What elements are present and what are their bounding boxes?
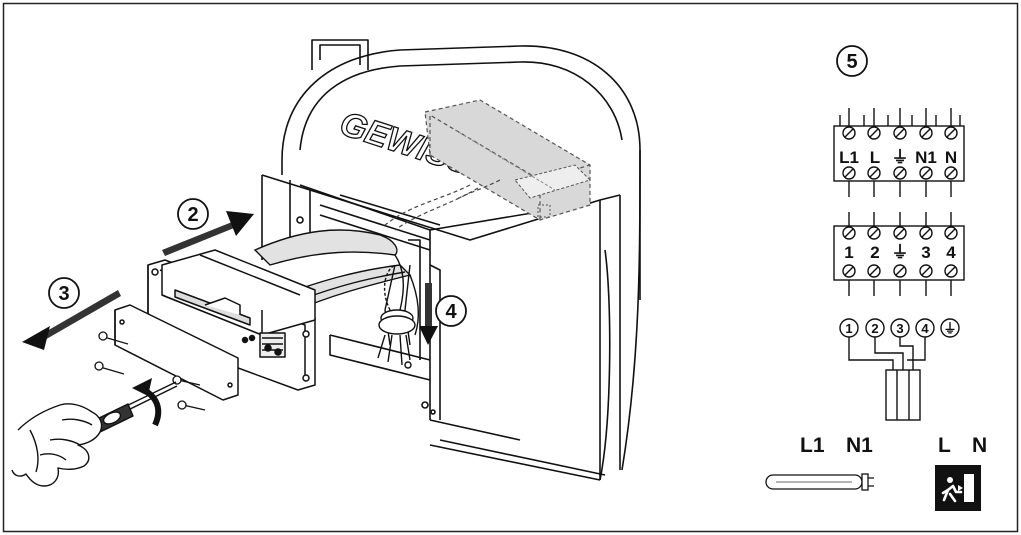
terminal-block-top xyxy=(833,108,965,197)
connector-circles xyxy=(839,318,960,338)
terminal-block-middle xyxy=(833,212,965,296)
connector-label-4: 4 xyxy=(921,321,929,336)
connector-label-3: 3 xyxy=(896,321,903,336)
hand-with-screwdriver xyxy=(11,381,178,487)
supply-label-n1: N1 xyxy=(846,434,873,457)
control-panel-removed xyxy=(114,249,316,401)
cable-gland xyxy=(377,264,416,369)
connector-circle-labels: 1 2 3 4 ⏚ xyxy=(845,321,956,336)
emergency-exit-icon xyxy=(935,465,981,511)
terminal-top-label-5: N xyxy=(945,148,957,167)
connector-label-2: 2 xyxy=(871,321,878,336)
supply-wiring xyxy=(848,337,926,421)
step-5-label: 5 xyxy=(846,51,857,73)
terminal-middle-labels: 1 2 ⏚ 3 4 xyxy=(844,243,956,262)
connector-label-5: ⏚ xyxy=(943,321,956,336)
supply-label-n: N xyxy=(972,434,987,457)
arrow-step-4 xyxy=(419,283,438,345)
fluorescent-tube-icon xyxy=(765,473,874,491)
terminal-mid-label-4: 3 xyxy=(921,243,930,262)
arrow-step-3 xyxy=(22,290,121,350)
terminal-top-labels: L1 L ⏚ N1 N xyxy=(839,148,957,167)
luminaire-housing xyxy=(261,39,641,481)
supply-labels: L1 N1 L N xyxy=(800,434,987,457)
connector-label-1: 1 xyxy=(845,321,852,336)
ballast-module xyxy=(424,99,591,221)
step-badges xyxy=(48,45,868,327)
terminal-mid-label-3: ⏚ xyxy=(892,243,909,262)
step-2-label: 2 xyxy=(187,204,198,226)
step-3-label: 3 xyxy=(58,283,69,305)
terminal-top-label-3: ⏚ xyxy=(892,148,909,167)
screws xyxy=(94,331,206,411)
terminal-mid-label-2: 2 xyxy=(870,243,879,262)
rotation-arrow xyxy=(132,378,162,427)
supply-label-l1: L1 xyxy=(800,434,825,457)
internal-wiring xyxy=(384,179,501,231)
terminal-mid-label-5: 4 xyxy=(946,243,956,262)
terminal-mid-label-1: 1 xyxy=(844,243,853,262)
terminal-top-label-2: L xyxy=(870,148,880,167)
supply-label-l: L xyxy=(938,434,951,457)
terminal-top-label-4: N1 xyxy=(915,148,937,167)
terminal-top-label-1: L1 xyxy=(839,148,859,167)
arrow-step-2 xyxy=(162,211,254,256)
step-4-label: 4 xyxy=(445,301,457,323)
